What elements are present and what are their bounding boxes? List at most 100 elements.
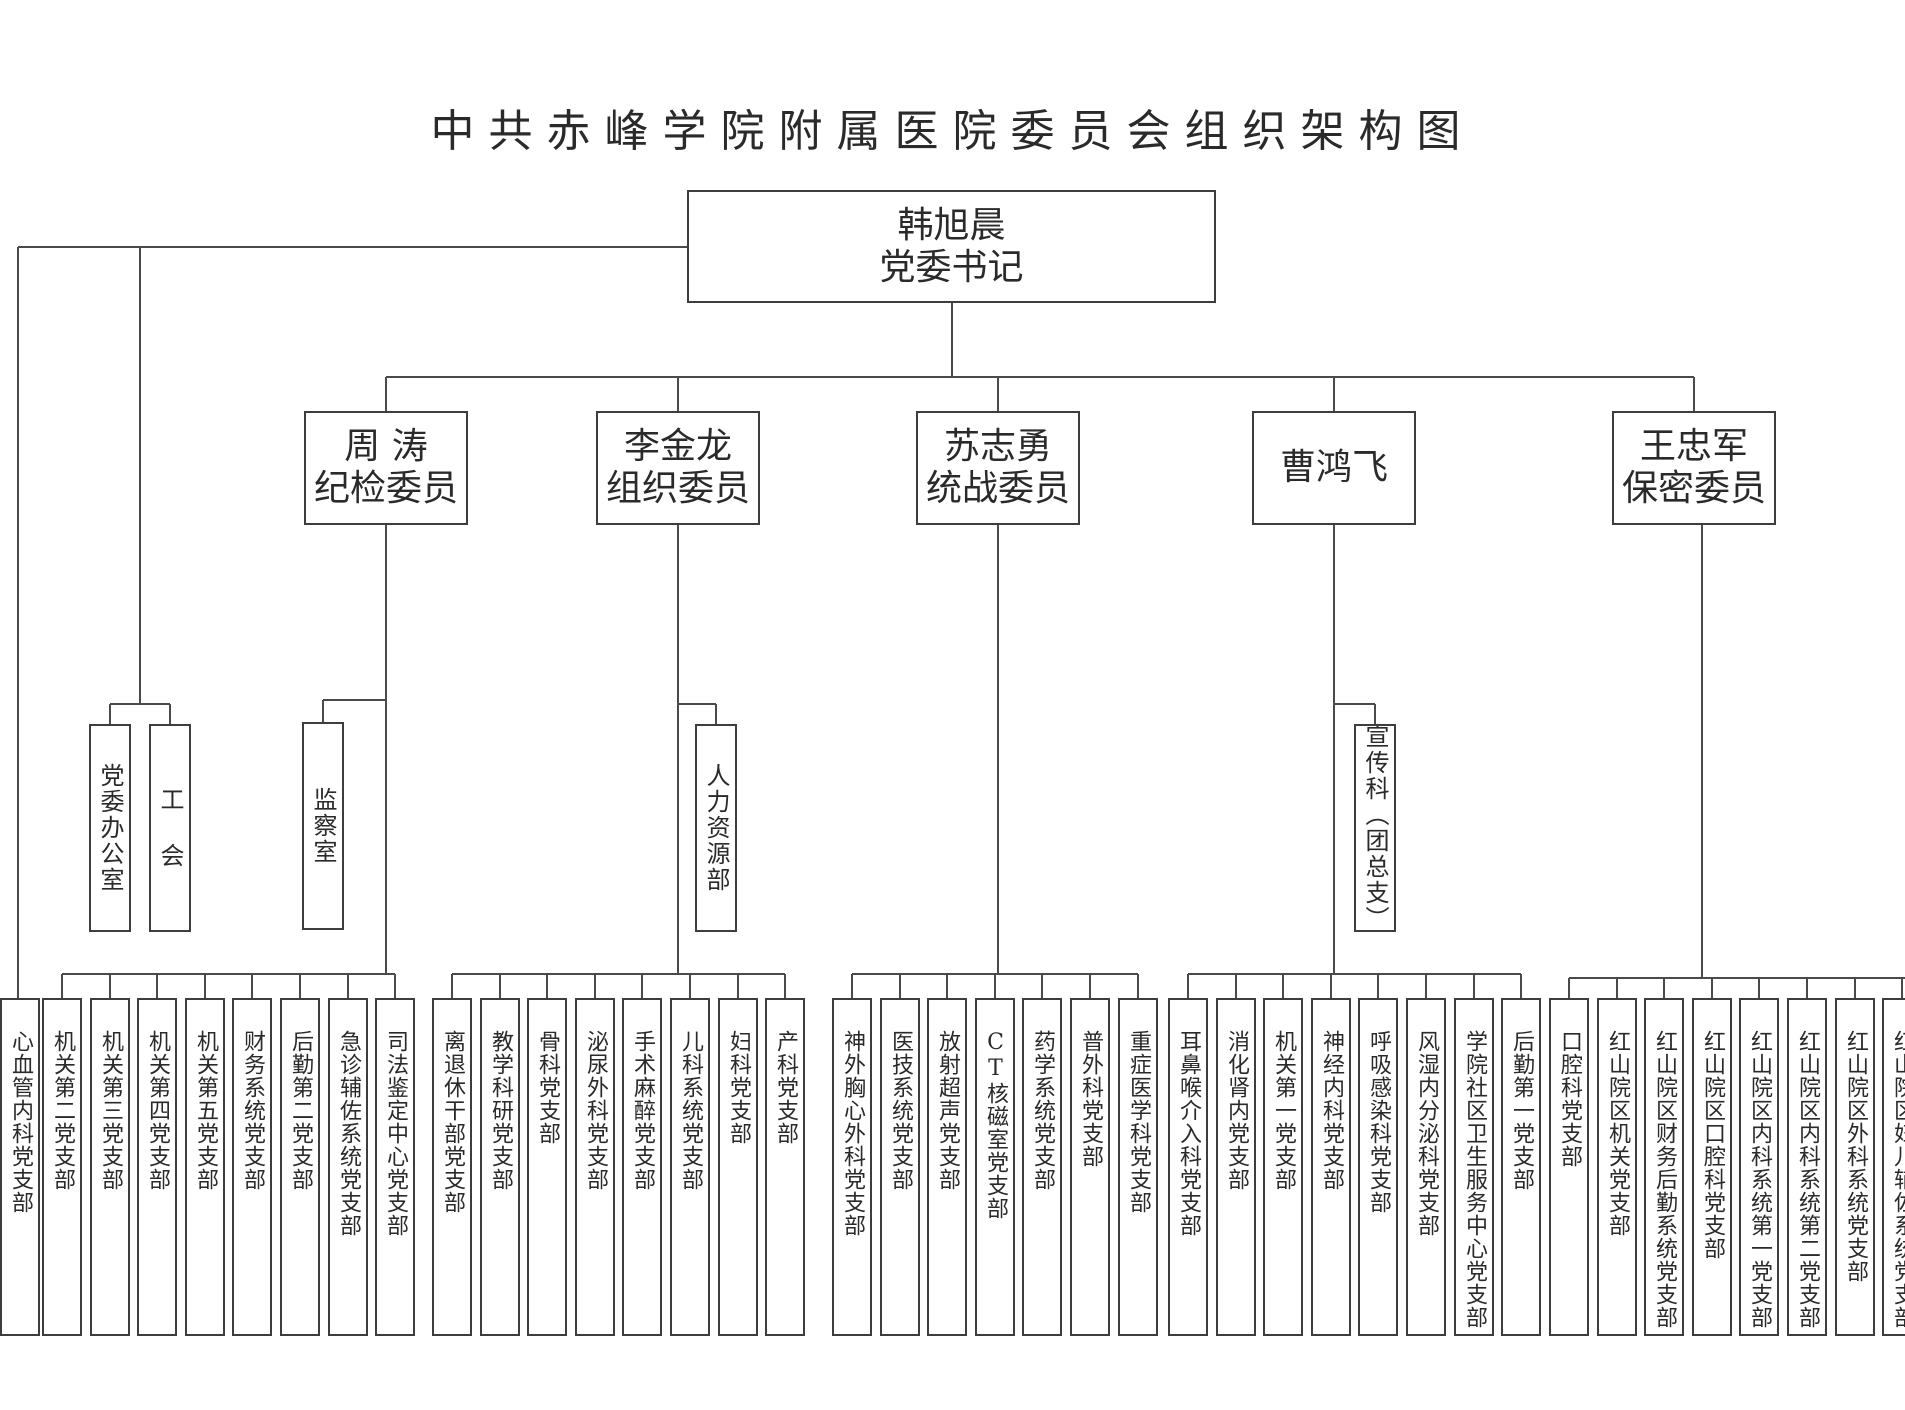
branch-box: 机关第四党支部 xyxy=(137,998,177,1336)
branch-label: 儿科系统党支部 xyxy=(678,1030,703,1191)
department-box: 人力资源部 xyxy=(695,724,737,932)
branch-box: 司法鉴定中心党支部 xyxy=(375,998,415,1336)
branch-box: 红山院区妇儿辅佐系统党支部 xyxy=(1882,998,1905,1336)
branch-label: 财务系统党支部 xyxy=(240,1030,265,1191)
branch-box: 神外胸心外科党支部 xyxy=(832,998,872,1336)
branch-label: 机关第一党支部 xyxy=(1271,1030,1296,1191)
branch-label: 机关第二党支部 xyxy=(50,1030,75,1191)
branch-label: 消化肾内党支部 xyxy=(1224,1030,1249,1191)
branch-label: 教学科研党支部 xyxy=(488,1030,513,1191)
department-box: 工 会 xyxy=(149,724,191,932)
department-label: 宣传科（团总支） xyxy=(1361,724,1389,932)
branch-box: 后勤第二党支部 xyxy=(280,998,320,1336)
branch-box: 手术麻醉党支部 xyxy=(622,998,662,1336)
committee-name: 苏志勇 xyxy=(943,426,1052,467)
committee-name: 李金龙 xyxy=(623,426,732,467)
branch-box: 医技系统党支部 xyxy=(880,998,920,1336)
branch-box: 妇科党支部 xyxy=(718,998,758,1336)
branch-box: 红山院区财务后勤系统党支部 xyxy=(1644,998,1684,1336)
branch-box: 口腔科党支部 xyxy=(1549,998,1589,1336)
branch-label: 骨科党支部 xyxy=(535,1030,560,1145)
branch-label: 后勤第二党支部 xyxy=(288,1030,313,1191)
branch-box: 离退休干部党支部 xyxy=(432,998,472,1336)
branch-label: 医技系统党支部 xyxy=(888,1030,913,1191)
committee-name: 曹鸿飞 xyxy=(1279,447,1388,488)
committee-box-cao: 曹鸿飞 xyxy=(1252,411,1416,525)
branch-label: 耳鼻喉介入科党支部 xyxy=(1176,1030,1201,1237)
branch-label: 风湿内分泌科党支部 xyxy=(1414,1030,1439,1237)
branch-box: 机关第五党支部 xyxy=(185,998,225,1336)
branch-box: 后勤第一党支部 xyxy=(1501,998,1541,1336)
branch-label: 放射超声党支部 xyxy=(935,1030,960,1191)
branch-box: 消化肾内党支部 xyxy=(1216,998,1256,1336)
branch-label: 学院社区卫生服务中心党支部 xyxy=(1462,1030,1487,1329)
branch-label: 手术麻醉党支部 xyxy=(630,1030,655,1191)
branch-label: CT核磁室党支部 xyxy=(983,1030,1008,1220)
branch-box: 药学系统党支部 xyxy=(1022,998,1062,1336)
branch-box: 机关第一党支部 xyxy=(1263,998,1303,1336)
branch-label: 产科党支部 xyxy=(773,1030,798,1145)
branch-label: 司法鉴定中心党支部 xyxy=(383,1030,408,1237)
committee-name: 王忠军 xyxy=(1639,426,1748,467)
branch-box: 红山院区口腔科党支部 xyxy=(1692,998,1732,1336)
branch-label: 心血管内科党支部 xyxy=(8,1030,33,1214)
branch-label: 红山院区内科系统第二党支部 xyxy=(1795,1030,1820,1329)
committee-name: 周 涛 xyxy=(344,426,428,467)
branch-box: 学院社区卫生服务中心党支部 xyxy=(1454,998,1494,1336)
branch-label: 妇科党支部 xyxy=(726,1030,751,1145)
committee-role: 统战委员 xyxy=(925,468,1070,509)
branch-label: 重症医学科党支部 xyxy=(1126,1030,1151,1214)
committee-box-zhou: 周 涛 纪检委员 xyxy=(304,411,468,525)
branch-box: 儿科系统党支部 xyxy=(670,998,710,1336)
committee-box-su: 苏志勇 统战委员 xyxy=(916,411,1080,525)
department-label: 党委办公室 xyxy=(96,763,124,893)
branch-label: 机关第三党支部 xyxy=(98,1030,123,1191)
branch-box: 心血管内科党支部 xyxy=(0,998,40,1336)
branch-label: 红山院区妇儿辅佐系统党支部 xyxy=(1890,1030,1905,1329)
branch-box: 呼吸感染科党支部 xyxy=(1358,998,1398,1336)
committee-role: 纪检委员 xyxy=(313,468,458,509)
root-role: 党委书记 xyxy=(879,246,1024,288)
branch-label: 离退休干部党支部 xyxy=(440,1030,465,1214)
branch-box: 骨科党支部 xyxy=(527,998,567,1336)
branch-box: 红山院区内科系统第一党支部 xyxy=(1739,998,1779,1336)
branch-label: 红山院区内科系统第一党支部 xyxy=(1747,1030,1772,1329)
branch-label: 红山院区外科系统党支部 xyxy=(1843,1030,1868,1283)
root-box-party-secretary: 韩旭晨 党委书记 xyxy=(687,190,1216,303)
branch-label: 后勤第一党支部 xyxy=(1509,1030,1534,1191)
committee-box-wang: 王忠军 保密委员 xyxy=(1612,411,1776,525)
committee-role: 保密委员 xyxy=(1621,468,1766,509)
branch-box: 财务系统党支部 xyxy=(232,998,272,1336)
branch-box: 泌尿外科党支部 xyxy=(575,998,615,1336)
branch-label: 机关第五党支部 xyxy=(193,1030,218,1191)
branch-label: 口腔科党支部 xyxy=(1557,1030,1582,1168)
branch-label: 急诊辅佐系统党支部 xyxy=(336,1030,361,1237)
branch-label: 普外科党支部 xyxy=(1078,1030,1103,1168)
department-box: 监察室 xyxy=(302,722,344,930)
branch-label: 红山院区口腔科党支部 xyxy=(1700,1030,1725,1260)
chart-title: 中共赤峰学院附属医院委员会组织架构图 xyxy=(430,106,1475,157)
branch-box: 机关第二党支部 xyxy=(42,998,82,1336)
branch-label: 红山院区财务后勤系统党支部 xyxy=(1652,1030,1677,1329)
branch-box: 风湿内分泌科党支部 xyxy=(1406,998,1446,1336)
branch-label: 药学系统党支部 xyxy=(1030,1030,1055,1191)
branch-label: 神外胸心外科党支部 xyxy=(840,1030,865,1237)
branch-box: 教学科研党支部 xyxy=(480,998,520,1336)
department-label: 工 会 xyxy=(156,787,184,869)
branch-label: 红山院区机关党支部 xyxy=(1605,1030,1630,1237)
branch-box: 机关第三党支部 xyxy=(90,998,130,1336)
branch-box: 产科党支部 xyxy=(765,998,805,1336)
department-box: 党委办公室 xyxy=(89,724,131,932)
department-label: 人力资源部 xyxy=(702,763,730,893)
branch-box: 耳鼻喉介入科党支部 xyxy=(1168,998,1208,1336)
department-label: 监察室 xyxy=(309,787,337,865)
branch-box: 普外科党支部 xyxy=(1070,998,1110,1336)
branch-label: 呼吸感染科党支部 xyxy=(1366,1030,1391,1214)
branch-box: 神经内科党支部 xyxy=(1311,998,1351,1336)
branch-label: 泌尿外科党支部 xyxy=(583,1030,608,1191)
branch-label: 机关第四党支部 xyxy=(145,1030,170,1191)
branch-box: 急诊辅佐系统党支部 xyxy=(328,998,368,1336)
branch-box: 红山院区外科系统党支部 xyxy=(1835,998,1875,1336)
